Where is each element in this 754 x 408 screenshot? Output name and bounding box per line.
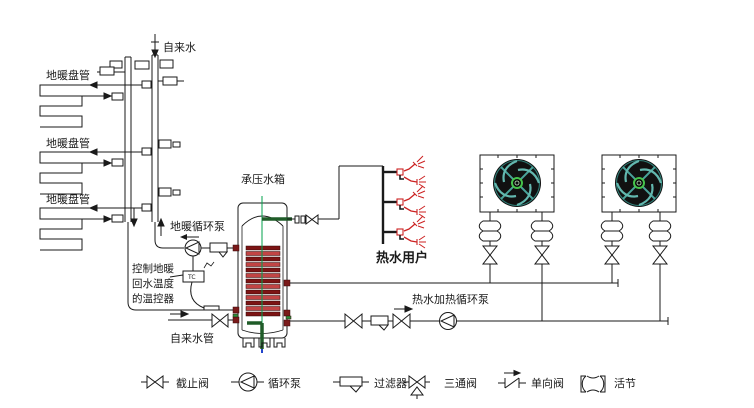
floor-coil-2-label: 地暖盘管 xyxy=(46,136,90,150)
heat-pump-leg-pipes xyxy=(489,264,661,321)
legend-filter-label: 过滤器 xyxy=(374,377,407,390)
legend-circulation-pump-label: 循环泵 xyxy=(268,377,301,390)
arrow-right-icon xyxy=(180,310,190,318)
legend-check-valve-icon xyxy=(498,369,526,389)
floor-heating-coil-2 xyxy=(39,148,142,195)
shutoff-valve xyxy=(344,312,355,330)
thermostat-label-line1: 控制地暖 xyxy=(132,262,174,275)
floor-heating-pump xyxy=(184,239,210,257)
heat-pump-unit-2 xyxy=(600,153,678,214)
supply-manifold xyxy=(151,54,159,222)
flex-joint-valve-leg-3 xyxy=(600,211,624,265)
return-manifold xyxy=(124,56,132,222)
legend-three-way-valve-label: 三通阀 xyxy=(444,376,477,390)
legend-union-icon xyxy=(580,375,606,393)
thermostat-box-label: TC xyxy=(187,274,196,281)
arrow-up-icon xyxy=(157,217,165,227)
legend-union-label: 活节 xyxy=(614,377,636,390)
temperature-sensor xyxy=(203,305,220,311)
shutoff-valve xyxy=(211,312,221,329)
hot-water-distribution xyxy=(338,165,397,244)
floor-heating-return-pipe xyxy=(127,208,234,311)
heat-pump-unit-1 xyxy=(478,153,556,214)
tap-water-inlet xyxy=(151,34,159,59)
arrow-down-icon xyxy=(151,49,159,59)
legend-three-way-valve-icon xyxy=(404,375,430,399)
tank-label: 承压水箱 xyxy=(241,172,285,186)
arrow-left-icon xyxy=(180,234,199,240)
legend: 截止阀 循环泵 过滤器 三通阀 xyxy=(141,369,636,399)
manifold-connectors xyxy=(97,59,184,223)
hot-water-tap-3 xyxy=(396,215,427,249)
hw-pump-label: 热水加热循环泵 xyxy=(412,293,489,306)
flex-joint-valve-leg-4 xyxy=(648,211,672,265)
floor-heating-supply-pipe xyxy=(154,217,184,249)
flex-joint-valve-leg-1 xyxy=(478,211,502,265)
tank-coil xyxy=(245,245,281,317)
legend-shutoff-valve-icon xyxy=(141,375,169,389)
legend-circulation-pump-icon xyxy=(231,372,264,392)
hot-water-tap-2 xyxy=(396,185,427,219)
tank-top-outlet xyxy=(287,214,339,225)
legend-check-valve-label: 单向阀 xyxy=(531,376,564,390)
hot-water-tap-1 xyxy=(396,155,427,189)
flex-joint-valve-leg-2 xyxy=(530,211,554,265)
floor-coil-1-label: 地暖盘管 xyxy=(46,68,90,82)
thermostat-label-line2: 回水温度 xyxy=(132,277,174,290)
tank-feet xyxy=(242,338,286,348)
legend-filter-icon xyxy=(333,376,369,393)
floor-pump-label: 地暖循环泵 xyxy=(170,220,225,233)
floor-heating-coil-3 xyxy=(39,204,142,251)
floor-coil-3-label: 地暖盘管 xyxy=(46,192,90,206)
tap-water-label: 自来水 xyxy=(163,41,196,54)
arrow-down-icon xyxy=(130,218,138,228)
shutoff-valve xyxy=(392,312,403,330)
hot-water-users-label: 热水用户 xyxy=(376,250,428,266)
thermostat-label-line3: 的温控器 xyxy=(132,292,174,305)
heat-pump-return-pipe xyxy=(290,305,669,331)
arrow-right-icon xyxy=(404,305,414,313)
heat-pump-supply-pipe xyxy=(290,279,619,287)
tap-water-pipe xyxy=(168,310,234,329)
legend-shutoff-valve-label: 截止阀 xyxy=(176,376,209,390)
pressure-tank xyxy=(232,196,339,353)
thermostat xyxy=(169,256,220,311)
tap-water-pipe-label: 自来水管 xyxy=(170,331,214,345)
floor-heating-coil-1 xyxy=(39,81,142,128)
floor-loop-filter xyxy=(209,242,234,258)
tank-ports xyxy=(232,244,292,327)
filter xyxy=(370,315,389,326)
